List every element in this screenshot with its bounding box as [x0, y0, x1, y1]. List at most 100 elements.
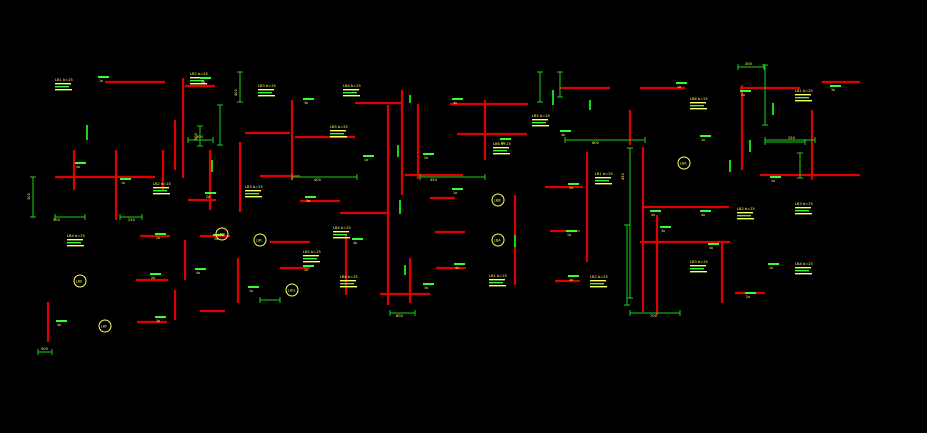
tag-sub: 3a [304, 101, 308, 105]
block-detail-line [258, 92, 272, 94]
green-tag [98, 76, 109, 78]
dimension-label: 400 [234, 88, 238, 96]
block-detail-line [343, 95, 360, 97]
green-tag [150, 273, 161, 275]
green-tag [56, 320, 67, 322]
grid-bubble [285, 283, 299, 297]
green-tag [830, 85, 841, 87]
tag-sub: 4a [709, 246, 713, 250]
dimension-label: 400 [314, 178, 322, 182]
block-detail-line [245, 196, 262, 198]
green-tag [700, 210, 711, 212]
green-tag [75, 162, 86, 164]
tag-sub: 2a [201, 80, 205, 84]
block-label: LB4 b=25 [67, 234, 85, 238]
block-detail-line [737, 218, 754, 220]
block-detail-line [258, 95, 275, 97]
block-label: LB2 b=25 [153, 182, 171, 186]
tag-sub: 2a [206, 195, 210, 199]
grid-bubble [73, 274, 87, 288]
block-detail-line [737, 212, 753, 214]
tag-sub: 1a [249, 289, 253, 293]
green-tag [770, 176, 781, 178]
tag-sub: 2a [424, 156, 428, 160]
green-tag [155, 316, 166, 318]
green-tag [303, 98, 314, 100]
block-label: LB4 b=25 [343, 84, 361, 88]
green-tag [568, 275, 579, 277]
dimension-label: 600 [194, 132, 198, 140]
block-detail-line [333, 234, 347, 236]
block-detail-line [153, 193, 170, 195]
green-tag [568, 183, 579, 185]
tag-sub: 3a [156, 319, 160, 323]
block-detail-line [795, 207, 811, 209]
block-detail-line [340, 280, 356, 282]
green-tag [195, 268, 206, 270]
block-detail-line [795, 267, 811, 269]
block-detail-line [795, 273, 812, 275]
green-tag [676, 82, 687, 84]
block-detail-line [690, 265, 706, 267]
tag-sub: 1a [677, 85, 681, 89]
block-detail-line [489, 279, 505, 281]
block-detail-line [595, 183, 612, 185]
green-tag [423, 153, 434, 155]
grid-bubble-label: L8D [218, 233, 225, 237]
tag-sub: 4a [455, 266, 459, 270]
block-detail-line [493, 147, 509, 149]
tag-sub: 4a [561, 133, 565, 137]
dimension-label: 300 [196, 135, 204, 139]
block-label: LB3 b=25 [258, 84, 276, 88]
block-label: LB1 b=25 [795, 89, 813, 93]
block-detail-line [489, 282, 503, 284]
dimension-label: 300 [27, 192, 31, 200]
green-tag [708, 243, 719, 245]
dimension-label: 800 [396, 314, 404, 318]
block-detail-line [795, 94, 811, 96]
block-detail-line [55, 89, 72, 91]
green-tag [740, 90, 751, 92]
block-detail-line [258, 89, 274, 91]
block-detail-line [595, 180, 609, 182]
block-detail-line [190, 83, 207, 85]
block-detail-line [532, 122, 546, 124]
block-detail-line [340, 283, 354, 285]
tag-sub: 1a [771, 179, 775, 183]
tag-sub: 2a [151, 276, 155, 280]
block-detail-line [690, 102, 706, 104]
block-label: LB2 b=25 [190, 72, 208, 76]
green-tag [303, 265, 314, 267]
tag-sub: 1a [453, 191, 457, 195]
block-detail-line [245, 190, 261, 192]
block-detail-line [795, 270, 809, 272]
grid-bubble [677, 156, 691, 170]
block-detail-line [153, 187, 169, 189]
block-detail-line [55, 83, 71, 85]
green-tag [452, 98, 463, 100]
grid-bubble-label: L8A [680, 162, 687, 166]
block-label: LB5 b=25 [330, 125, 348, 129]
block-detail-line [532, 119, 548, 121]
green-tag [660, 226, 671, 228]
tag-sub: 2a [741, 93, 745, 97]
tag-sub: 4a [353, 241, 357, 245]
block-detail-line [690, 268, 704, 270]
grid-bubble [491, 233, 505, 247]
block-detail-line [303, 255, 319, 257]
grid-bubble [98, 319, 112, 333]
block-detail-line [795, 97, 809, 99]
tag-sub: 1a [364, 158, 368, 162]
green-tag [566, 230, 577, 232]
block-detail-line [690, 108, 707, 110]
green-tag [423, 283, 434, 285]
block-label: LB4 b=25 [795, 262, 813, 266]
block-label: LB6 b=25 [690, 97, 708, 101]
block-detail-line [55, 86, 69, 88]
green-tag [200, 77, 211, 79]
block-detail-line [795, 210, 809, 212]
green-tag [120, 178, 131, 180]
green-tag [560, 130, 571, 132]
